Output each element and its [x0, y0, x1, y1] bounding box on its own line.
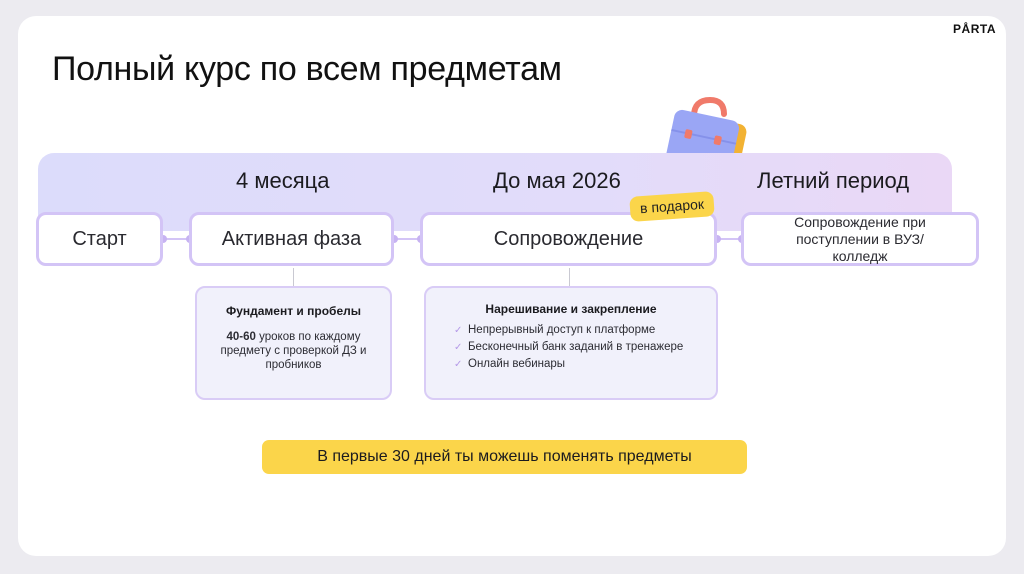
brand-logo: PÅRTA [953, 22, 996, 36]
phase-label-summer: Летний период [757, 168, 910, 193]
timeline-dot [159, 235, 167, 243]
card-text: 40-60 уроков по каждому предмету с прове… [207, 330, 380, 372]
checkmark-icon: ✓ [454, 342, 463, 353]
card-title: Нарешивание и закрепление [485, 302, 657, 316]
card-title: Фундамент и пробелы [225, 304, 362, 318]
timeline-link [716, 238, 742, 240]
lesson-count: 40-60 [226, 331, 256, 343]
timeline-dot [390, 235, 398, 243]
timeline-dot [713, 235, 721, 243]
list-item: ✓Бесконечный банк заданий в тренажере [454, 339, 702, 356]
card-foundation: Фундамент и пробелы 40-60 уроков по кажд… [195, 286, 392, 400]
info-banner: В первые 30 дней ты можешь поменять пред… [262, 440, 747, 474]
checkmark-icon: ✓ [454, 325, 463, 336]
feature-list: ✓Непрерывный доступ к платформе ✓Бесконе… [454, 322, 702, 373]
node-support: Сопровождение [420, 212, 717, 266]
node-start: Старт [36, 212, 163, 266]
connector-line [569, 268, 570, 286]
lesson-description: уроков по каждому предмету с проверкой Д… [220, 331, 367, 371]
connector-line [293, 268, 294, 286]
list-item: ✓Онлайн вебинары [454, 356, 702, 373]
list-item: ✓Непрерывный доступ к платформе [454, 322, 702, 339]
card-practice: Нарешивание и закрепление ✓Непрерывный д… [424, 286, 718, 400]
timeline-link [393, 238, 421, 240]
node-admission-support: Сопровождение при поступлении в ВУЗ/колл… [741, 212, 979, 266]
phase-label-until: До мая 2026 [493, 168, 621, 193]
timeline-link [162, 238, 190, 240]
checkmark-icon: ✓ [454, 359, 463, 370]
node-active-phase: Активная фаза [189, 212, 394, 266]
phase-label-months: 4 месяца [236, 168, 330, 193]
page-title: Полный курс по всем предметам [52, 50, 562, 88]
